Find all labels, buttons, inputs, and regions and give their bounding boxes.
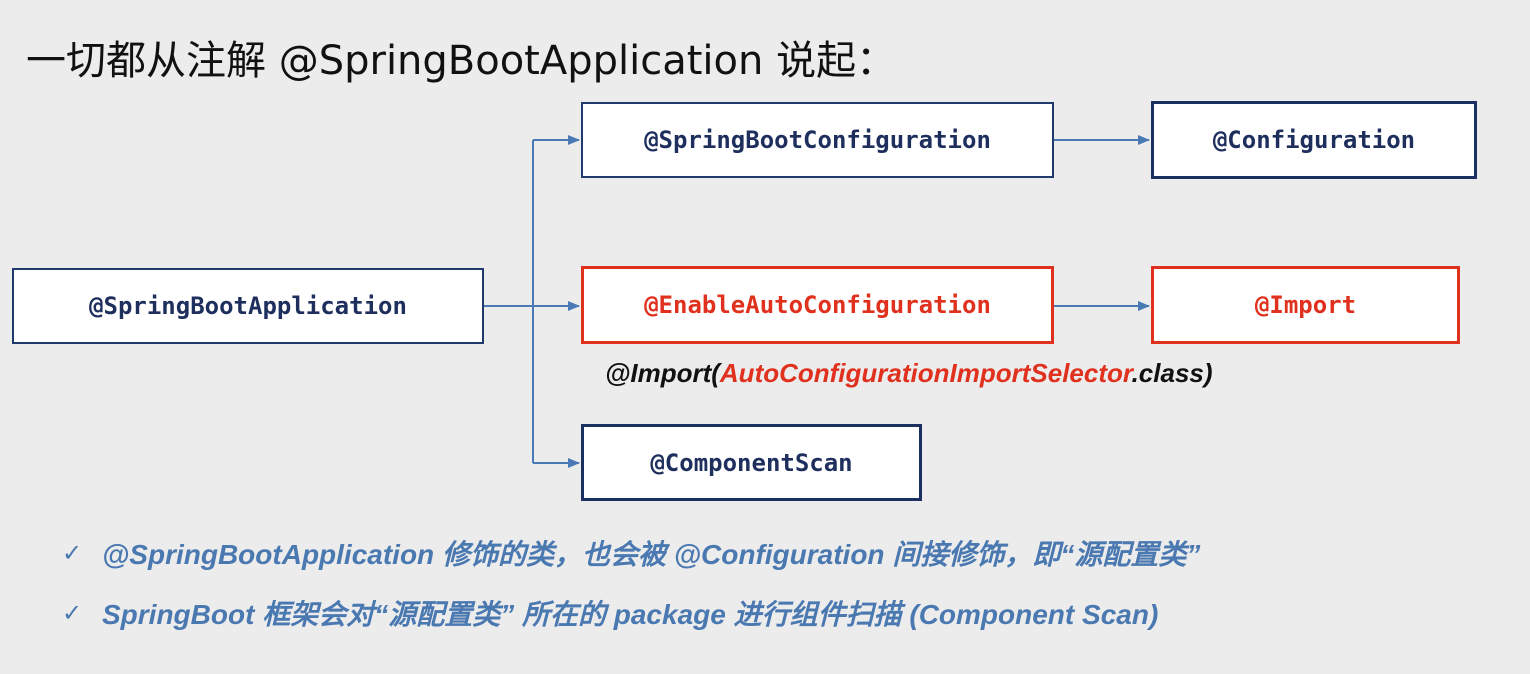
- import-note-suffix: .class): [1131, 358, 1213, 388]
- componentscan-box: @ComponentScan: [581, 424, 922, 501]
- bullet-text: SpringBoot 框架会对“源配置类” 所在的 package 进行组件扫描…: [102, 599, 1159, 630]
- bullet-item: ✓ SpringBoot 框架会对“源配置类” 所在的 package 进行组件…: [62, 594, 1200, 632]
- check-icon: ✓: [62, 539, 83, 567]
- bullet-list: ✓ @SpringBootApplication 修饰的类，也会被 @Confi…: [62, 534, 1200, 654]
- import-note-prefix: @Import(: [605, 358, 720, 388]
- import-annotation-note: @Import(AutoConfigurationImportSelector.…: [605, 358, 1213, 389]
- enableautoconfiguration-box: @EnableAutoConfiguration: [581, 266, 1054, 344]
- bullet-text: @SpringBootApplication 修饰的类，也会被 @Configu…: [102, 539, 1201, 570]
- check-icon: ✓: [62, 599, 83, 627]
- import-note-selector: AutoConfigurationImportSelector: [719, 358, 1132, 388]
- configuration-box: @Configuration: [1151, 101, 1477, 179]
- bullet-item: ✓ @SpringBootApplication 修饰的类，也会被 @Confi…: [62, 534, 1200, 572]
- import-box: @Import: [1151, 266, 1460, 344]
- springbootapplication-box: @SpringBootApplication: [12, 268, 484, 344]
- springbootconfiguration-box: @SpringBootConfiguration: [581, 102, 1054, 178]
- page-title: 一切都从注解 @SpringBootApplication 说起：: [26, 38, 897, 84]
